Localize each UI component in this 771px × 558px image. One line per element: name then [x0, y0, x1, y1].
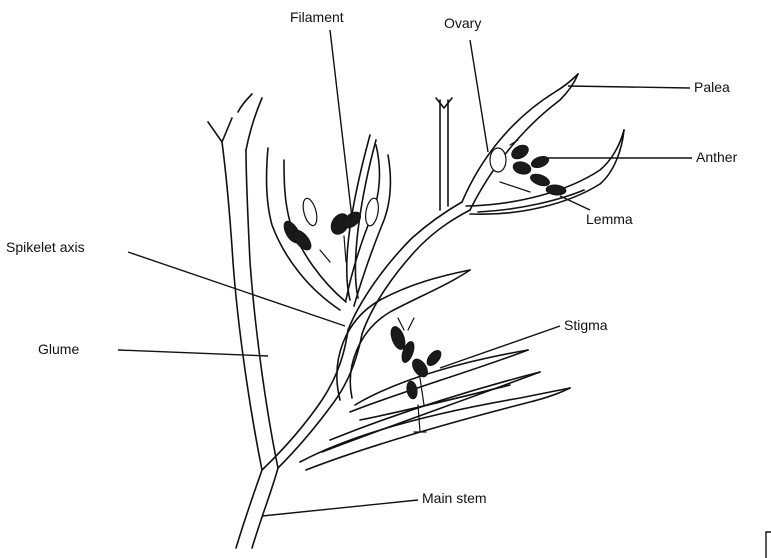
- leader-glume: [118, 350, 268, 356]
- label-glume: Glume: [38, 341, 79, 357]
- label-palea: Palea: [694, 79, 730, 95]
- main-stem: [208, 94, 470, 548]
- labels: Filament Ovary Palea Anther Lemma Spikel…: [6, 9, 738, 506]
- label-anther: Anther: [696, 149, 738, 165]
- label-main-stem: Main stem: [422, 490, 487, 506]
- leader-main-stem: [262, 500, 418, 516]
- leader-lines: [118, 30, 692, 516]
- lower-spikelet: [300, 372, 570, 470]
- leader-spikelet-axis: [128, 252, 345, 326]
- leader-palea: [568, 86, 690, 88]
- corner-bracket: [766, 532, 771, 558]
- label-lemma: Lemma: [586, 211, 633, 227]
- leader-stigma: [440, 326, 560, 368]
- label-filament: Filament: [290, 9, 344, 25]
- leader-filament: [330, 30, 352, 218]
- label-spikelet-axis: Spikelet axis: [6, 239, 85, 255]
- leader-lemma: [560, 196, 590, 210]
- middle-spikelet: [337, 270, 528, 432]
- label-stigma: Stigma: [564, 317, 608, 333]
- leader-ovary: [470, 40, 488, 152]
- upper-left-spikelet: [267, 135, 391, 310]
- upper-right-spikelet: [436, 74, 624, 214]
- label-ovary: Ovary: [444, 15, 481, 31]
